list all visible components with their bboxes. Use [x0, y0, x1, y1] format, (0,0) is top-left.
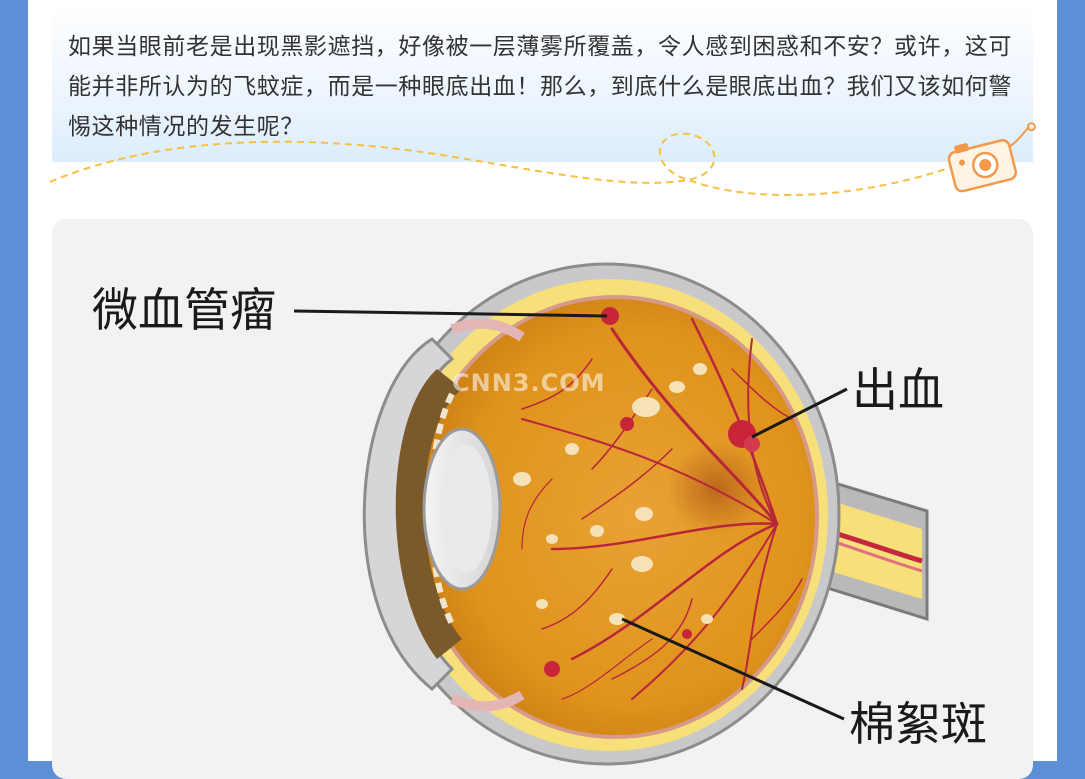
label-microaneurysm: 微血管瘤: [92, 283, 276, 337]
intro-section: 如果当眼前老是出现黑影遮挡，好像被一层薄雾所覆盖，令人感到困惑和不安？或许，这可…: [52, 0, 1033, 162]
iris: [395, 369, 462, 659]
microaneurysm-pointer: [293, 309, 608, 318]
hemorrhage-spot: [682, 629, 692, 639]
cotton-wool-spots: [513, 363, 713, 625]
label-cotton-wool-spots: 棉絮斑: [849, 697, 987, 751]
article-page: 如果当眼前老是出现黑影遮挡，好像被一层薄雾所覆盖，令人感到困惑和不安？或许，这可…: [28, 0, 1057, 779]
dashed-curve: [49, 132, 989, 197]
eye-diagram-card: CNN3.COM 微血管瘤 出血 棉絮斑: [52, 219, 1033, 779]
eye-cross-section-illustration: [293, 262, 929, 766]
lens-nucleus: [440, 445, 492, 573]
camera-icon: [947, 122, 1036, 193]
microaneurysm-spot: [601, 307, 619, 325]
intro-paragraph: 如果当眼前老是出现黑影遮挡，好像被一层薄雾所覆盖，令人感到困惑和不安？或许，这可…: [68, 34, 1012, 140]
cotton-wool-pointer: [621, 617, 845, 721]
label-hemorrhage: 出血: [852, 363, 944, 417]
macula: [667, 443, 767, 535]
ora-serrata-lower: [450, 690, 525, 712]
hemorrhage-pointer: [751, 387, 848, 439]
ora-serrata: [450, 318, 525, 342]
decorative-divider: [49, 122, 1036, 197]
hemorrhage-spot: [620, 417, 634, 431]
watermark: CNN3.COM: [452, 369, 606, 397]
hemorrhage-spot: [744, 436, 760, 452]
hemorrhage-spot: [544, 661, 560, 677]
